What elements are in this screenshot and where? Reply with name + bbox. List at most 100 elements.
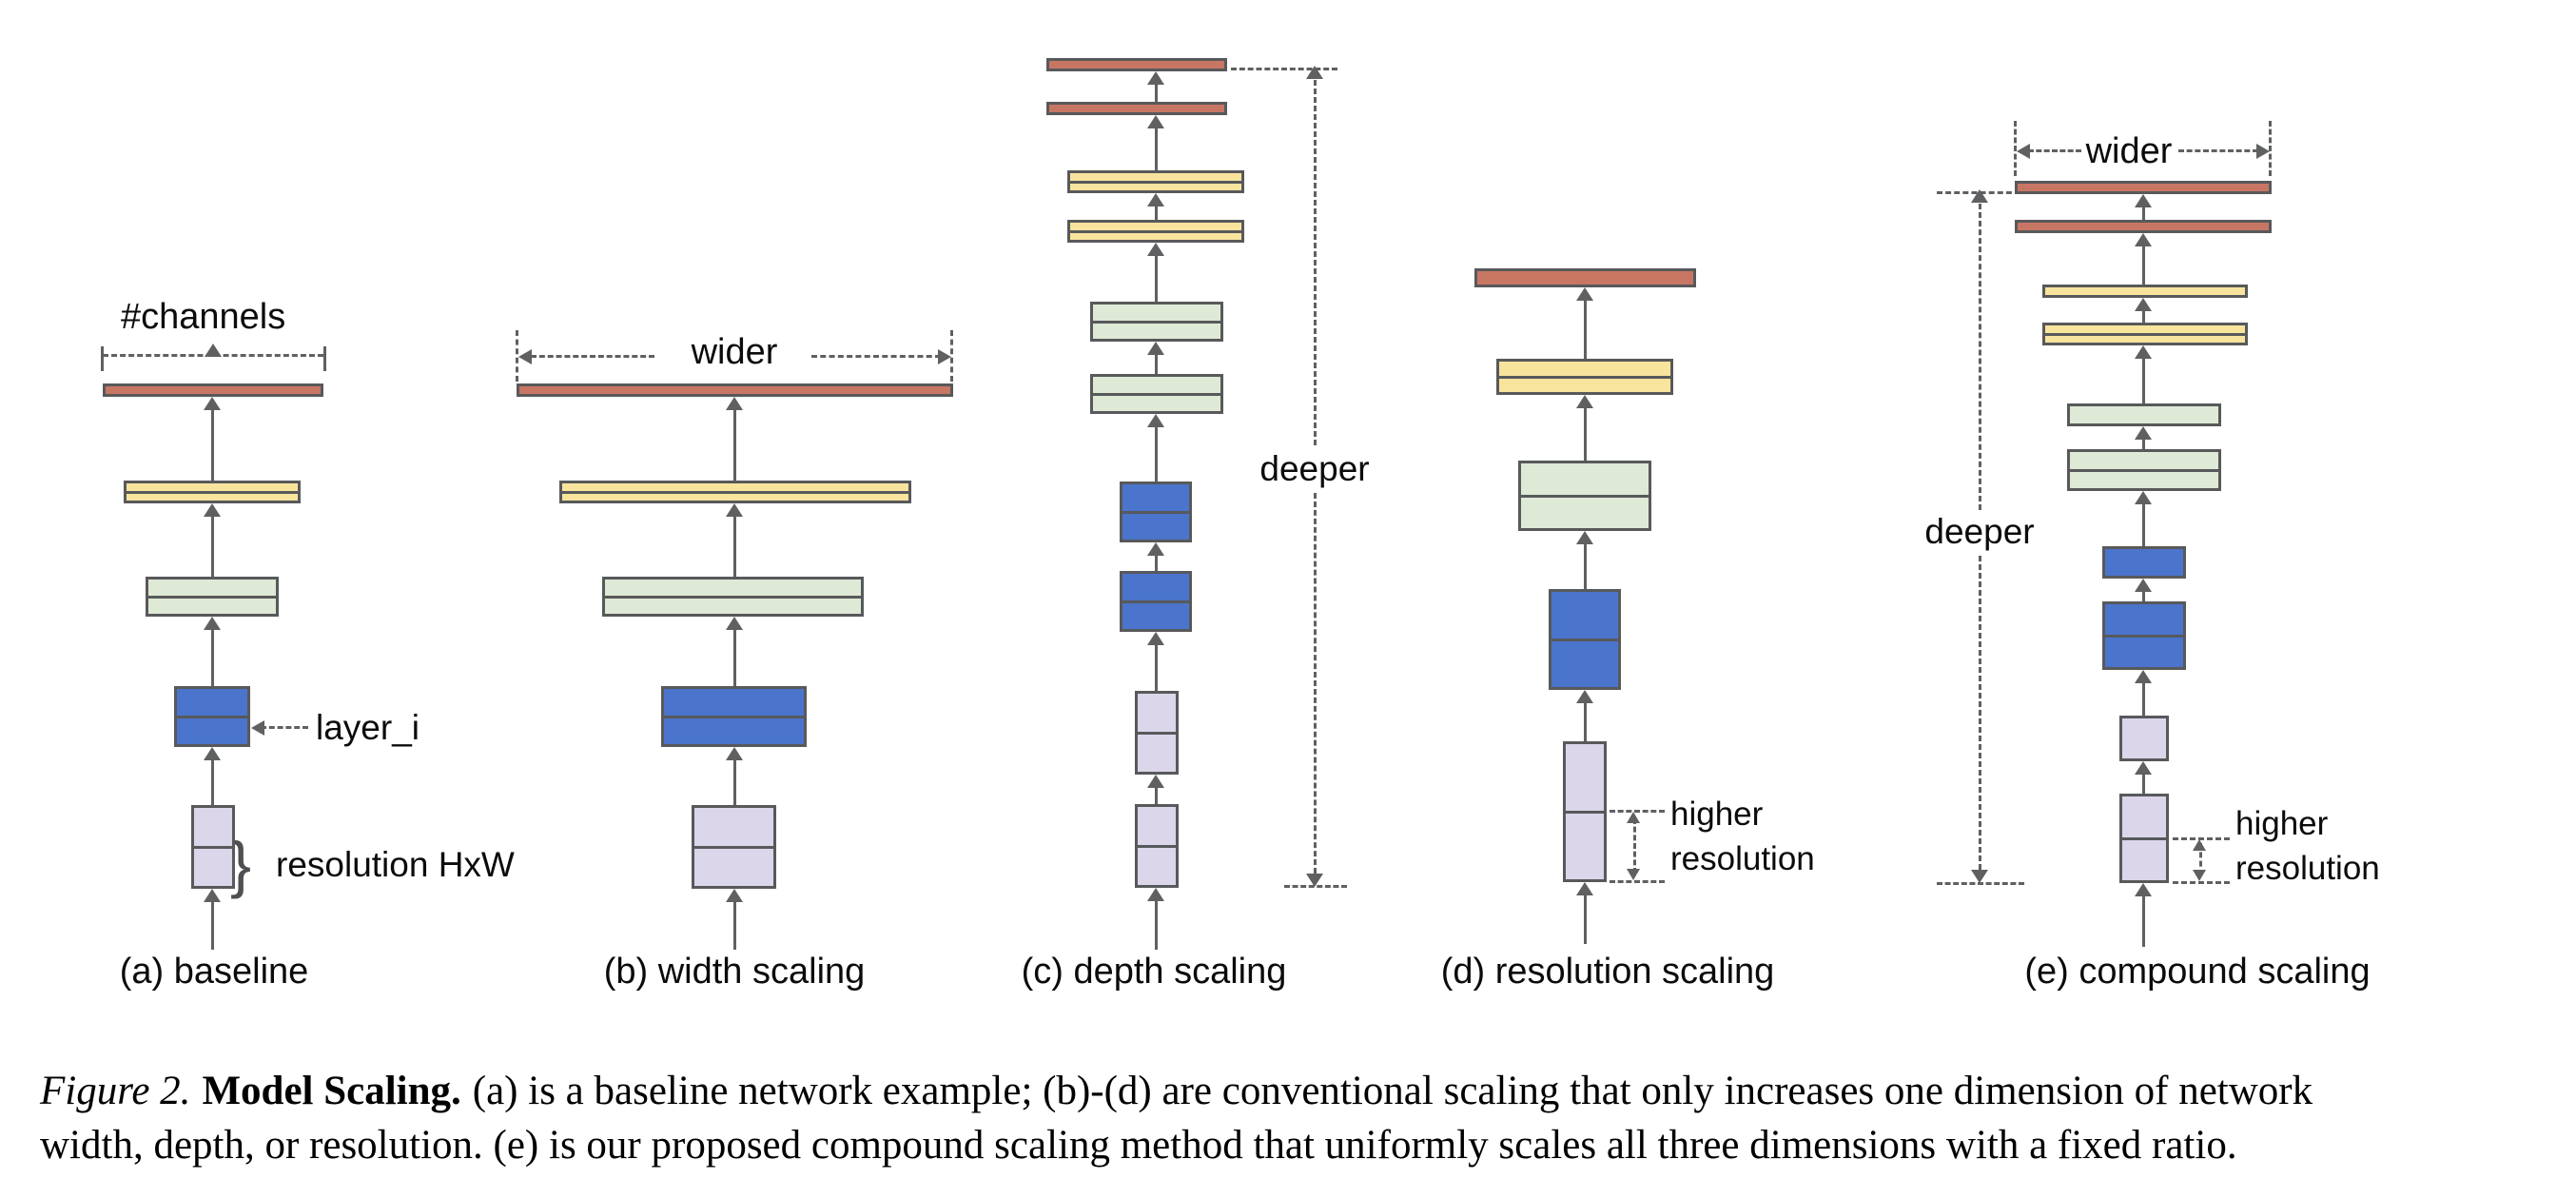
flow-arrow-head-icon — [204, 503, 221, 517]
flow-arrow-head-icon — [726, 747, 743, 760]
layer-divider — [1138, 845, 1176, 848]
flow-arrow-head-icon — [1147, 632, 1164, 645]
red-layer-box — [1474, 268, 1696, 287]
layer-divider — [605, 596, 861, 599]
green-layer-box — [1090, 302, 1223, 342]
layer-divider — [1551, 639, 1618, 641]
flow-arrow-head-icon — [1147, 342, 1164, 355]
flow-arrow-stem — [1155, 127, 1158, 170]
wider-e-dash-right — [2178, 149, 2258, 152]
blue-layer-box — [1549, 589, 1621, 690]
flow-arrow-stem — [211, 515, 214, 577]
higher-e-dash-top — [2173, 837, 2230, 840]
red-layer-box — [2015, 220, 2272, 233]
higher-e-label: higher resolution — [2235, 801, 2380, 891]
flow-arrow-head-icon — [2135, 298, 2152, 311]
deeper-e-label: deeper — [1919, 512, 2040, 552]
layer-i-arrow-icon — [251, 720, 264, 736]
flow-arrow-stem — [733, 758, 736, 805]
red-layer-box — [2015, 181, 2272, 194]
column-label-b: (b) width scaling — [603, 952, 866, 992]
flow-arrow-stem — [1155, 554, 1158, 571]
flow-arrow-stem — [733, 515, 736, 577]
higher-d-label: higher resolution — [1670, 792, 1815, 881]
wider-e-arrow-left-icon — [2017, 144, 2030, 159]
higher-d-dash-top — [1610, 810, 1665, 813]
deeper-e-line-upper — [1979, 204, 1981, 510]
column-label-e: (e) compound scaling — [2024, 952, 2371, 992]
channels-arrow-up-icon — [205, 344, 222, 357]
layer-divider — [177, 716, 247, 718]
layer-divider — [664, 716, 804, 718]
purple-layer-box — [191, 805, 235, 889]
flow-arrow-head-icon — [1576, 690, 1593, 703]
higher-d-line — [1633, 818, 1636, 874]
flow-arrow-head-icon — [2135, 579, 2152, 592]
caption-line2: width, depth, or resolution. (e) is our … — [40, 1123, 2237, 1168]
flow-arrow-head-icon — [2135, 194, 2152, 207]
wider-b-arrow-right-icon — [938, 349, 951, 364]
deeper-e-line-lower — [1979, 556, 1981, 870]
flow-arrow-head-icon — [1147, 243, 1164, 256]
purple-layer-box — [2119, 716, 2169, 761]
layer-divider — [2045, 333, 2245, 336]
higher-d-label-line2: resolution — [1670, 840, 1815, 877]
flow-arrow-head-icon — [726, 617, 743, 630]
flow-arrow-head-icon — [2135, 233, 2152, 246]
higher-e-line — [2199, 843, 2202, 875]
caption-figure-number: Figure 2. — [40, 1069, 191, 1113]
caption-line1-text: (a) is a baseline network example; (b)-(… — [472, 1069, 2313, 1113]
wider-b-tick-right — [950, 330, 953, 382]
flow-arrow-head-icon — [1576, 395, 1593, 408]
figure-caption: Figure 2.Model Scaling.(a) is a baseline… — [40, 1064, 2313, 1172]
wider-b-dash-right — [811, 355, 941, 358]
higher-d-arrow-up-icon — [1627, 812, 1640, 823]
green-layer-box — [602, 577, 864, 617]
deeper-c-line-lower — [1314, 493, 1317, 874]
green-layer-box — [2067, 449, 2221, 491]
yellow-layer-box — [2042, 323, 2248, 345]
layer-divider — [1093, 393, 1220, 396]
deeper-e-arrow-up-icon — [1971, 189, 1988, 203]
flow-arrow-stem — [1155, 83, 1158, 102]
flow-arrow-stem — [2142, 357, 2145, 403]
flow-arrow-stem — [211, 408, 214, 481]
layer-divider — [2105, 635, 2183, 638]
flow-arrow-stem — [2142, 438, 2145, 449]
purple-layer-box — [1135, 691, 1179, 775]
flow-arrow-stem — [211, 628, 214, 686]
green-layer-box — [1518, 461, 1651, 531]
flow-arrow-head-icon — [204, 747, 221, 760]
red-layer-box — [103, 383, 323, 397]
channels-bracket-tick-left — [101, 346, 104, 371]
deeper-c-top-dash — [1231, 68, 1337, 70]
higher-e-arrow-down-icon — [2193, 870, 2206, 881]
flow-arrow-stem — [2142, 681, 2145, 716]
flow-arrow-head-icon — [204, 397, 221, 410]
flow-arrow-stem — [733, 628, 736, 686]
yellow-layer-box — [124, 481, 301, 503]
flow-arrow-head-icon — [2135, 761, 2152, 775]
flow-arrow-stem — [2142, 590, 2145, 601]
layer-divider — [1122, 511, 1189, 514]
resolution-brace: } — [230, 829, 252, 899]
flow-arrow-head-icon — [2135, 670, 2152, 683]
deeper-c-line-upper — [1314, 80, 1317, 445]
flow-arrow-stem — [1155, 254, 1158, 302]
yellow-layer-box — [559, 481, 911, 503]
flow-arrow-stem — [1584, 542, 1587, 589]
flow-arrow-stem — [1155, 205, 1158, 220]
wider-e-label: wider — [2085, 131, 2173, 171]
layer-divider — [1070, 181, 1241, 184]
blue-layer-box — [174, 686, 250, 747]
layer-divider — [1122, 600, 1189, 603]
flow-arrow-stem — [2142, 206, 2145, 220]
flow-arrow-head-icon — [1147, 542, 1164, 556]
layer-divider — [1521, 495, 1649, 498]
higher-d-dash-bottom — [1610, 880, 1665, 883]
blue-layer-box — [2102, 546, 2186, 579]
flow-arrow-head-icon — [726, 397, 743, 410]
flow-arrow-head-icon — [1576, 287, 1593, 301]
layer-divider — [148, 596, 276, 599]
higher-d-arrow-down-icon — [1627, 869, 1640, 880]
